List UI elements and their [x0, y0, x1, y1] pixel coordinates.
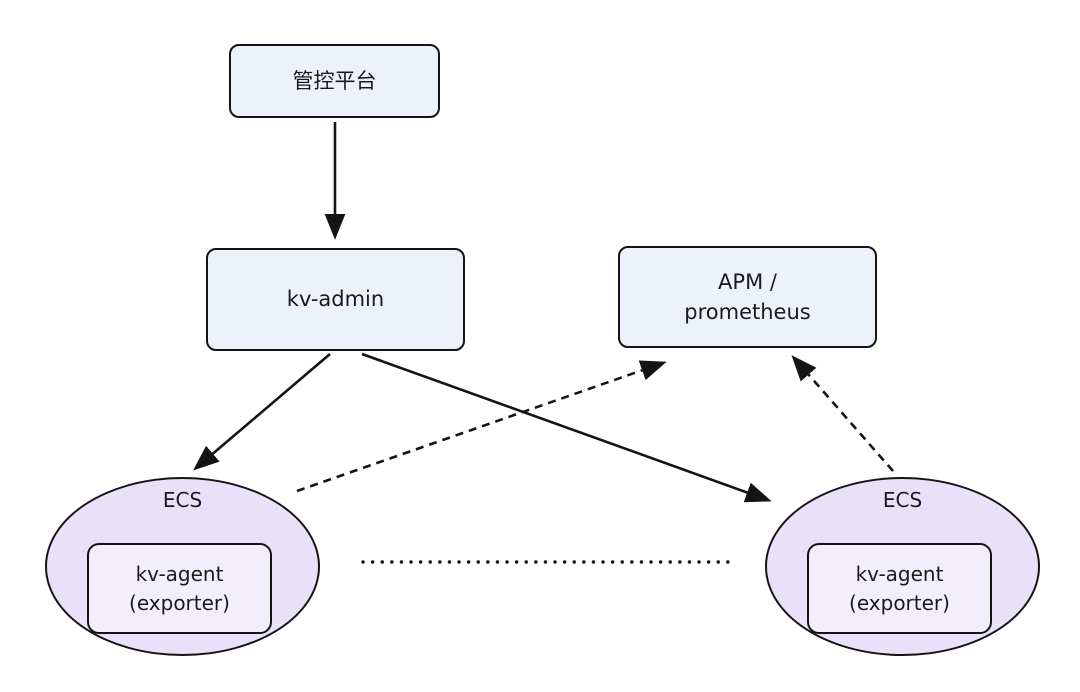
- kv-agent-right-line2: (exporter): [849, 590, 950, 615]
- apm-label-line2: prometheus: [684, 300, 811, 324]
- kv-admin-label: kv-admin: [286, 287, 385, 312]
- arrow-kvadmin-to-ecs-left: [193, 353, 331, 471]
- node-apm-prometheus: APM / prometheus: [618, 246, 877, 348]
- node-kv-admin: kv-admin: [206, 248, 465, 351]
- node-kv-agent-left: kv-agent (exporter): [87, 543, 272, 634]
- node-kv-agent-right: kv-agent (exporter): [807, 543, 992, 634]
- ecs-left-label: ECS: [162, 488, 203, 512]
- dashed-arrow-ecs-left-to-apm: [296, 360, 667, 493]
- node-management-platform: 管控平台: [229, 44, 440, 118]
- management-platform-label: 管控平台: [292, 68, 377, 93]
- kv-agent-left-line1: kv-agent: [135, 561, 224, 586]
- dashed-arrow-ecs-right-to-apm: [791, 355, 894, 472]
- kv-agent-right-line1: kv-agent: [855, 561, 944, 586]
- ecs-right-label: ECS: [882, 488, 923, 512]
- arrow-kvadmin-to-ecs-right: [361, 352, 772, 503]
- apm-label-line1: APM /: [718, 269, 777, 294]
- kv-agent-left-line2: (exporter): [129, 590, 230, 615]
